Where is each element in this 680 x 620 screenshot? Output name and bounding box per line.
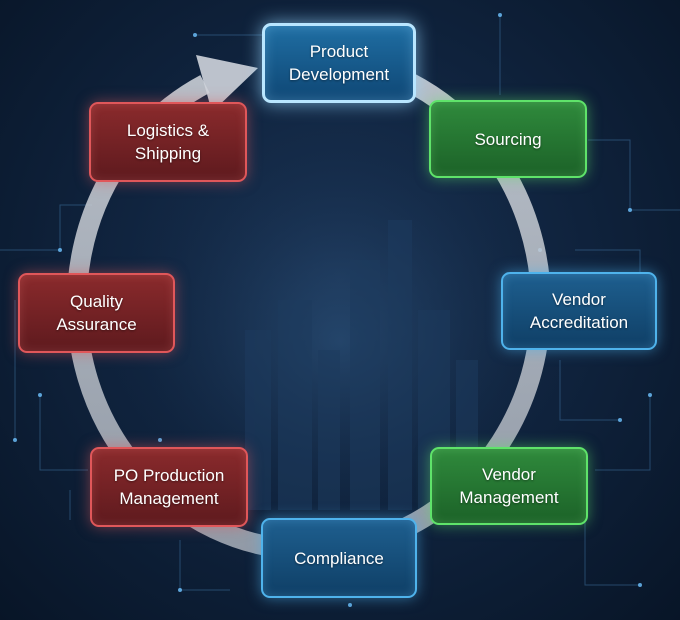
stage-sourcing[interactable]: Sourcing (429, 100, 587, 178)
stage-logistics-shipping[interactable]: Logistics & Shipping (89, 102, 247, 182)
stage-product-development[interactable]: Product Development (262, 23, 416, 103)
stage-vendor-management[interactable]: Vendor Management (430, 447, 588, 525)
stage-quality-assurance[interactable]: Quality Assurance (18, 273, 175, 353)
stage-label: Sourcing (474, 129, 542, 149)
stage-po-production-management[interactable]: PO Production Management (90, 447, 248, 527)
stage-label: Quality Assurance (56, 292, 137, 334)
stage-vendor-accreditation[interactable]: Vendor Accreditation (501, 272, 657, 350)
stage-label: PO Production Management (113, 466, 225, 508)
stage-label: Compliance (294, 548, 384, 568)
stage-label: Vendor Management (459, 465, 559, 507)
stage-compliance[interactable]: Compliance (261, 518, 417, 598)
stage-label: Logistics & Shipping (126, 121, 210, 163)
stage-label: Vendor Accreditation (529, 290, 629, 332)
stage-label: Product Development (288, 42, 390, 84)
